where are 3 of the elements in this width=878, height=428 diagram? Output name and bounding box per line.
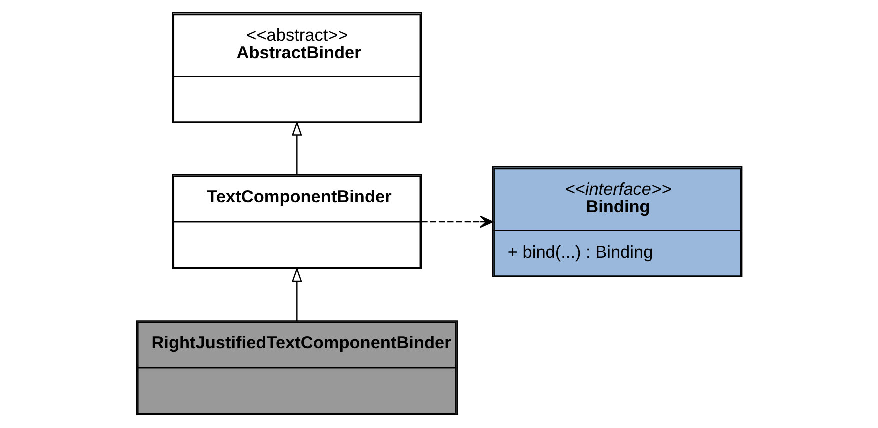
arrow	[421, 216, 493, 228]
arrow	[291, 121, 302, 175]
arrow	[291, 267, 302, 321]
